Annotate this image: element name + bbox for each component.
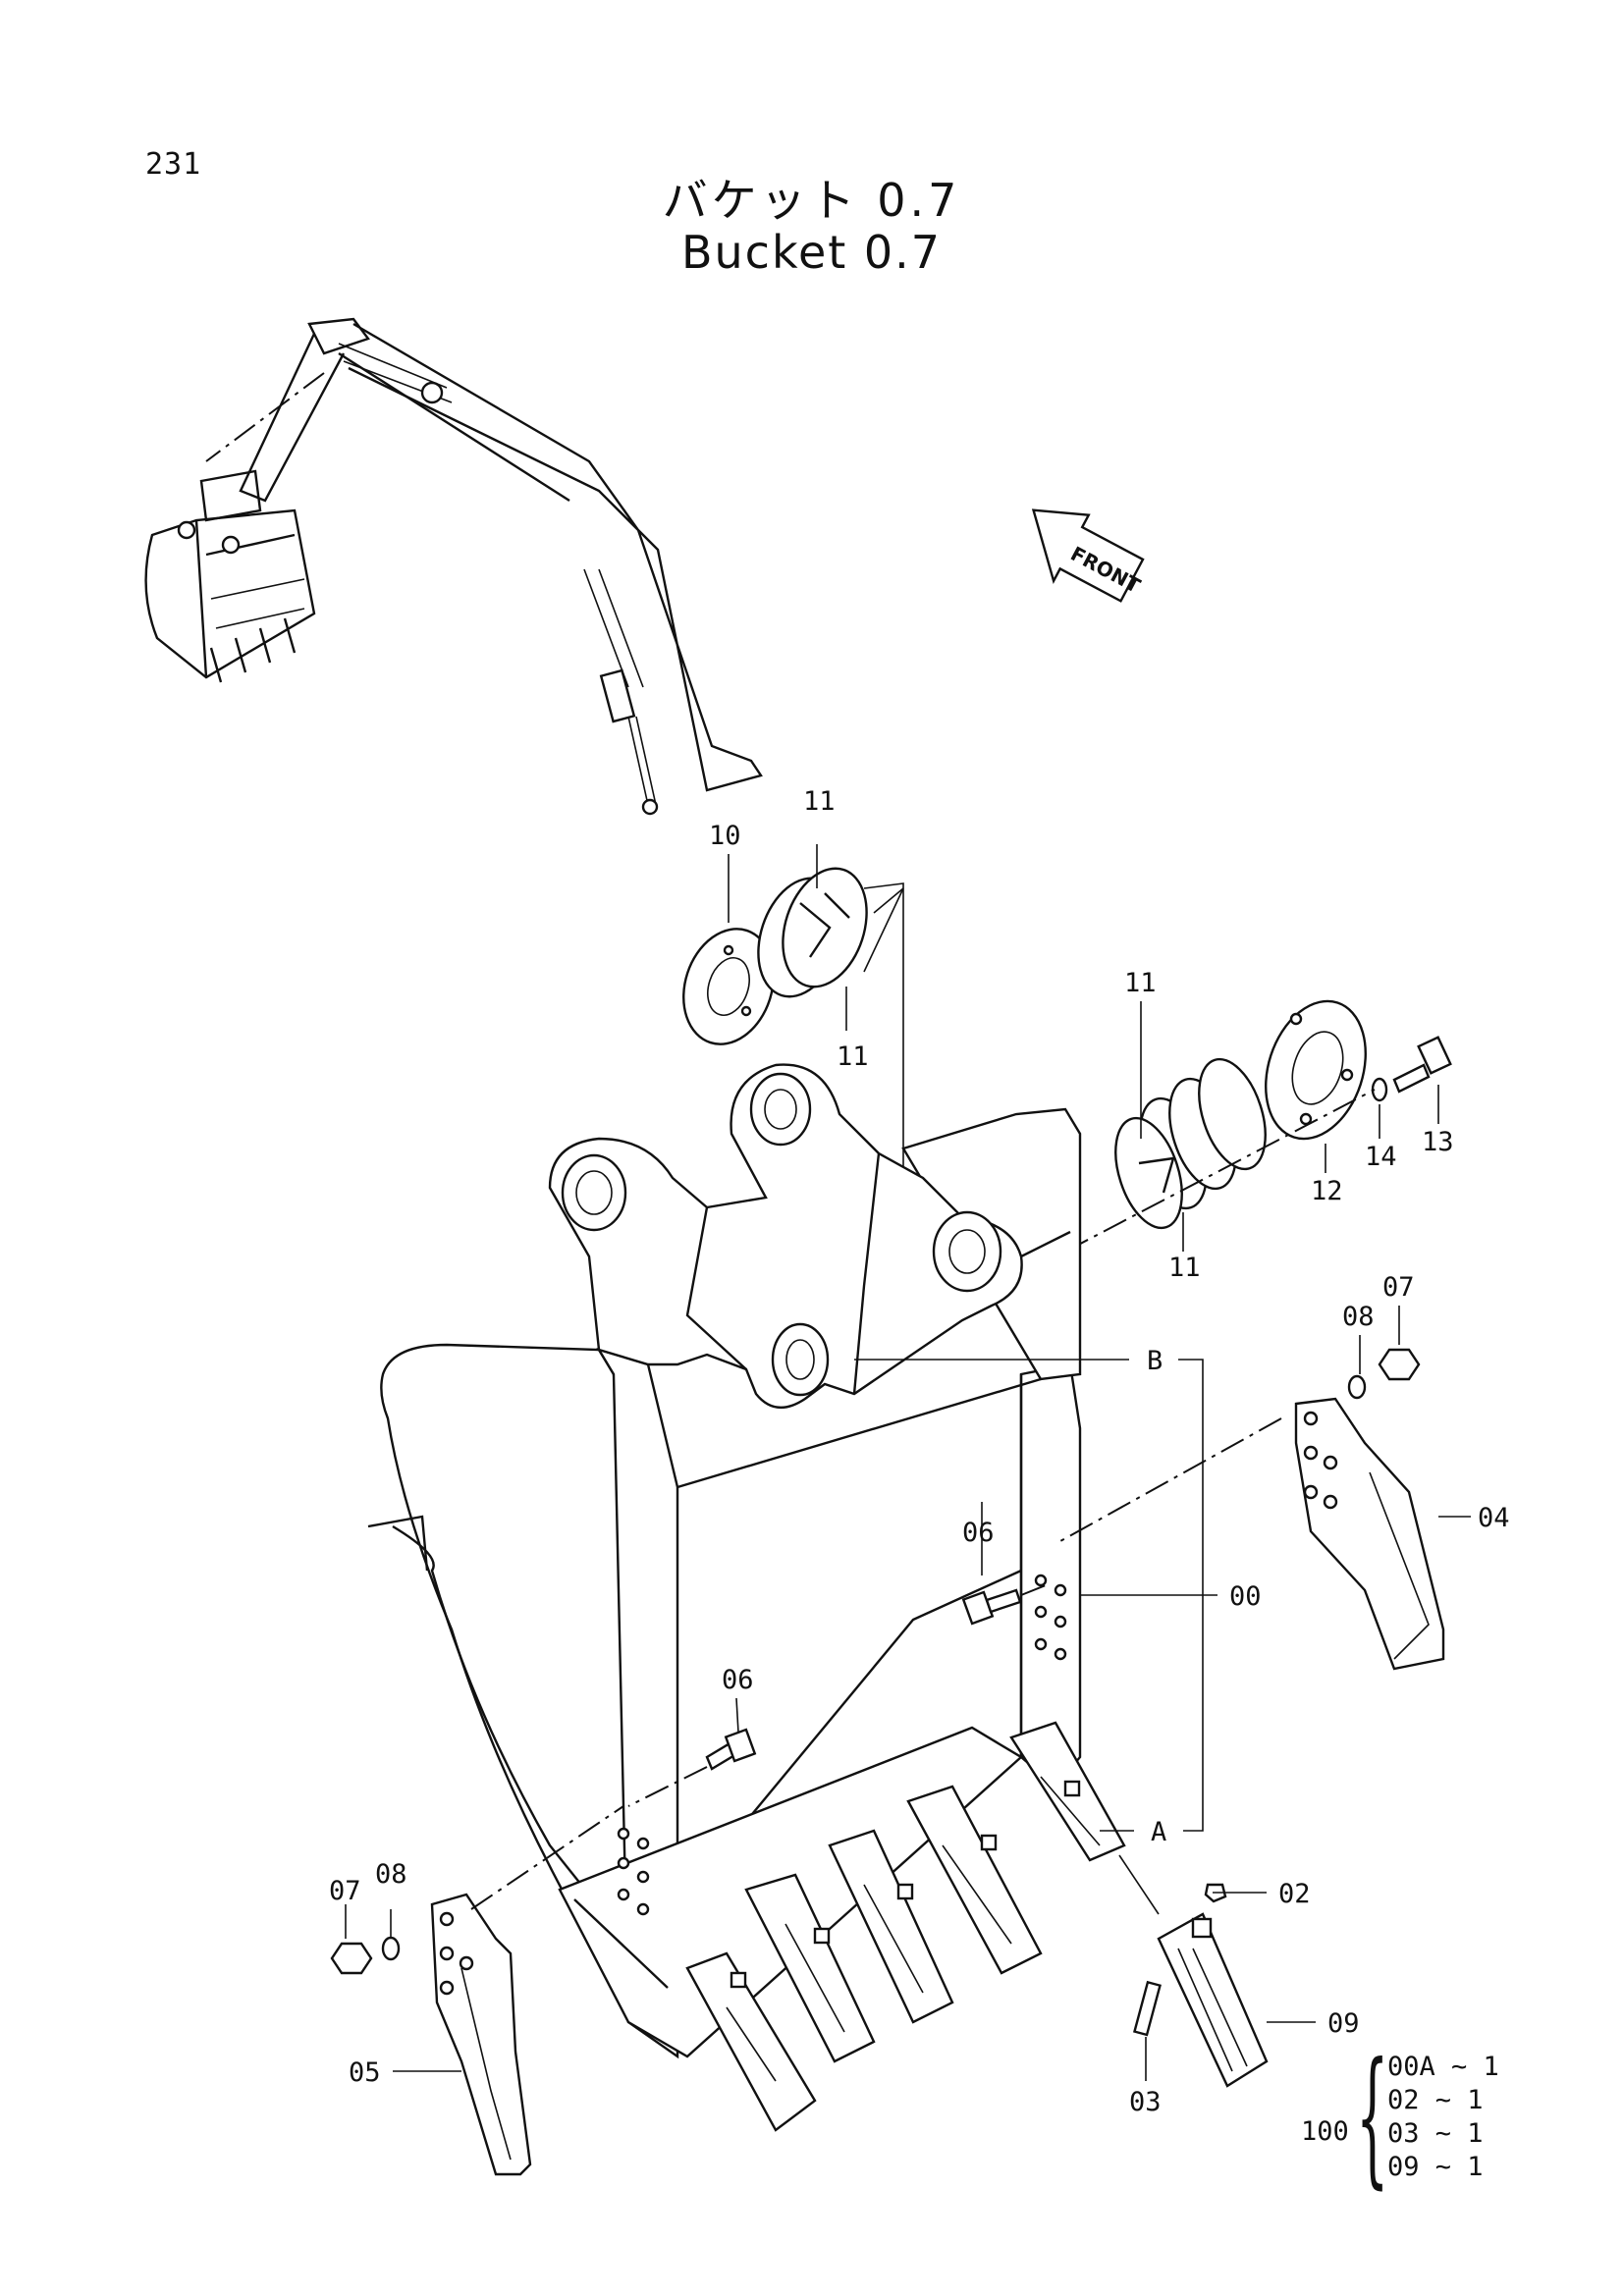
- callout-09: 09: [1327, 2008, 1360, 2039]
- leader-lines: [345, 844, 1471, 2081]
- kit-item: 02 ~ 1: [1387, 2085, 1484, 2115]
- side-cutter-left: [330, 1805, 624, 2176]
- page-number: 231: [145, 147, 202, 182]
- kit-item: 00A ~ 1: [1387, 2052, 1499, 2082]
- callout-06-upper: 06: [962, 1518, 995, 1548]
- kit-item: 09 ~ 1: [1387, 2152, 1484, 2182]
- side-cutter-right: [1059, 1348, 1445, 1671]
- callout-12: 12: [1311, 1176, 1343, 1206]
- callout-02: 02: [1278, 1879, 1311, 1909]
- callout-08-right: 08: [1342, 1302, 1375, 1332]
- bolt-06-lower: [627, 1728, 757, 1807]
- callout-04: 04: [1478, 1503, 1510, 1533]
- callout-13: 13: [1422, 1127, 1454, 1157]
- callout-labels: 11 10 11 11 11 12 14 13 07 08 04 B 00 06…: [329, 786, 1510, 2117]
- excavator-overview: [144, 317, 763, 816]
- page-title-english: Bucket 0.7: [680, 226, 943, 279]
- bolt-06-upper: [961, 1584, 1047, 1626]
- bucket-main-body: [367, 1063, 1126, 2132]
- callout-10: 10: [709, 821, 741, 851]
- callout-07-right: 07: [1382, 1272, 1415, 1303]
- callout-B: B: [1147, 1346, 1163, 1376]
- callout-06-lower: 06: [722, 1665, 754, 1695]
- callout-05: 05: [349, 2057, 381, 2088]
- callout-A: A: [1151, 1817, 1166, 1847]
- callout-11-right-lower: 11: [1168, 1253, 1201, 1283]
- kit-label: 100: [1301, 2116, 1349, 2147]
- callout-03: 03: [1129, 2087, 1162, 2117]
- front-direction-arrow: FRONT: [1031, 508, 1145, 603]
- page-title-japanese: バケット 0.7: [662, 174, 961, 227]
- shim-group-left: [682, 867, 918, 1287]
- kit-item: 03 ~ 1: [1387, 2118, 1484, 2149]
- callout-11-top: 11: [803, 786, 836, 817]
- callout-11-left-lower: 11: [837, 1041, 869, 1072]
- kit-brace: {: [1356, 2032, 1389, 2203]
- detail-tooth-assembly: [1118, 1854, 1269, 2088]
- shim-group-right: [1064, 999, 1452, 1253]
- callout-14: 14: [1365, 1142, 1397, 1172]
- callout-08-left: 08: [375, 1859, 407, 1890]
- callout-00: 00: [1229, 1581, 1262, 1612]
- callout-11-right-upper: 11: [1124, 968, 1157, 998]
- callout-07-left: 07: [329, 1876, 361, 1906]
